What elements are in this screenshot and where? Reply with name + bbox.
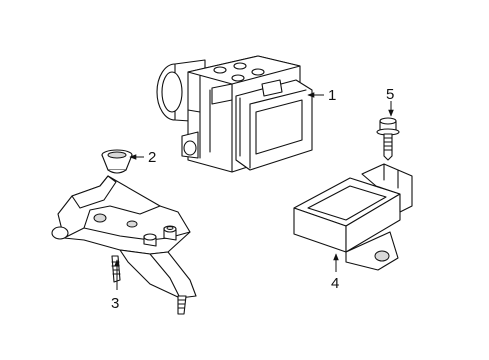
callout-2: 2 (148, 149, 156, 166)
leader-lines (114, 92, 394, 290)
callout-4: 4 (331, 275, 339, 292)
callout-5: 5 (386, 86, 394, 103)
abs-modulator-unit (156, 55, 313, 173)
callout-1: 1 (328, 87, 336, 104)
bolt (376, 117, 400, 161)
mounting-bracket (51, 175, 197, 315)
grommet (101, 149, 133, 174)
yaw-rate-sensor (293, 163, 413, 271)
callout-3: 3 (111, 295, 119, 312)
